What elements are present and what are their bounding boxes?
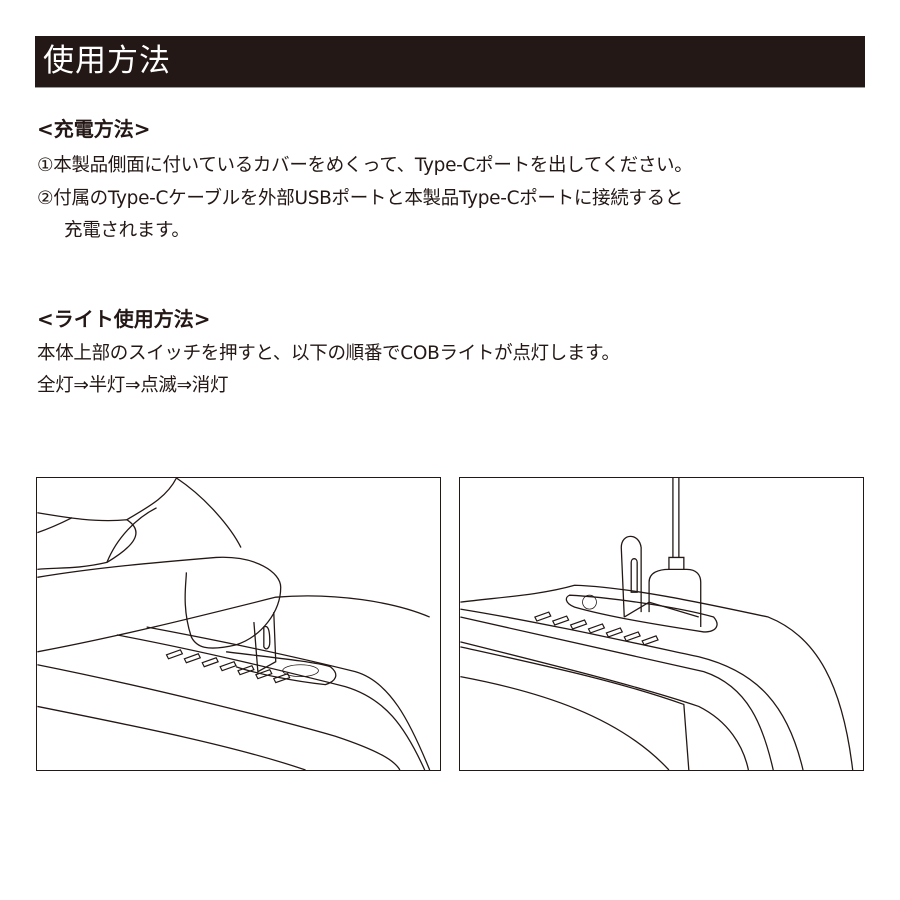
page-title: 使用方法 [43,43,171,79]
charging-step-1: ①本製品側面に付いているカバーをめくって、Type-Cポートを出してください。 [37,155,693,176]
type-c-cable-plugged-icon [460,478,854,770]
charging-step-2: ②付属のType-Cケーブルを外部USBポートと本製品Type-Cポートに接続す… [37,188,684,209]
section-header-bar: 使用方法 [35,36,865,88]
finger-lifting-port-cover-icon [37,478,431,770]
light-sequence: 全灯⇒半灯⇒点滅⇒消灯 [37,375,229,396]
illustration-plug-cable [459,477,864,771]
light-heading: <ライト使用方法> [37,307,211,331]
charging-heading: <充電方法> [37,117,151,141]
light-instruction: 本体上部のスイッチを押すと、以下の順番でCOBライトが点灯します。 [37,343,620,364]
illustration-open-cover [36,477,441,771]
charging-step-2-cont: 充電されます。 [64,220,190,241]
